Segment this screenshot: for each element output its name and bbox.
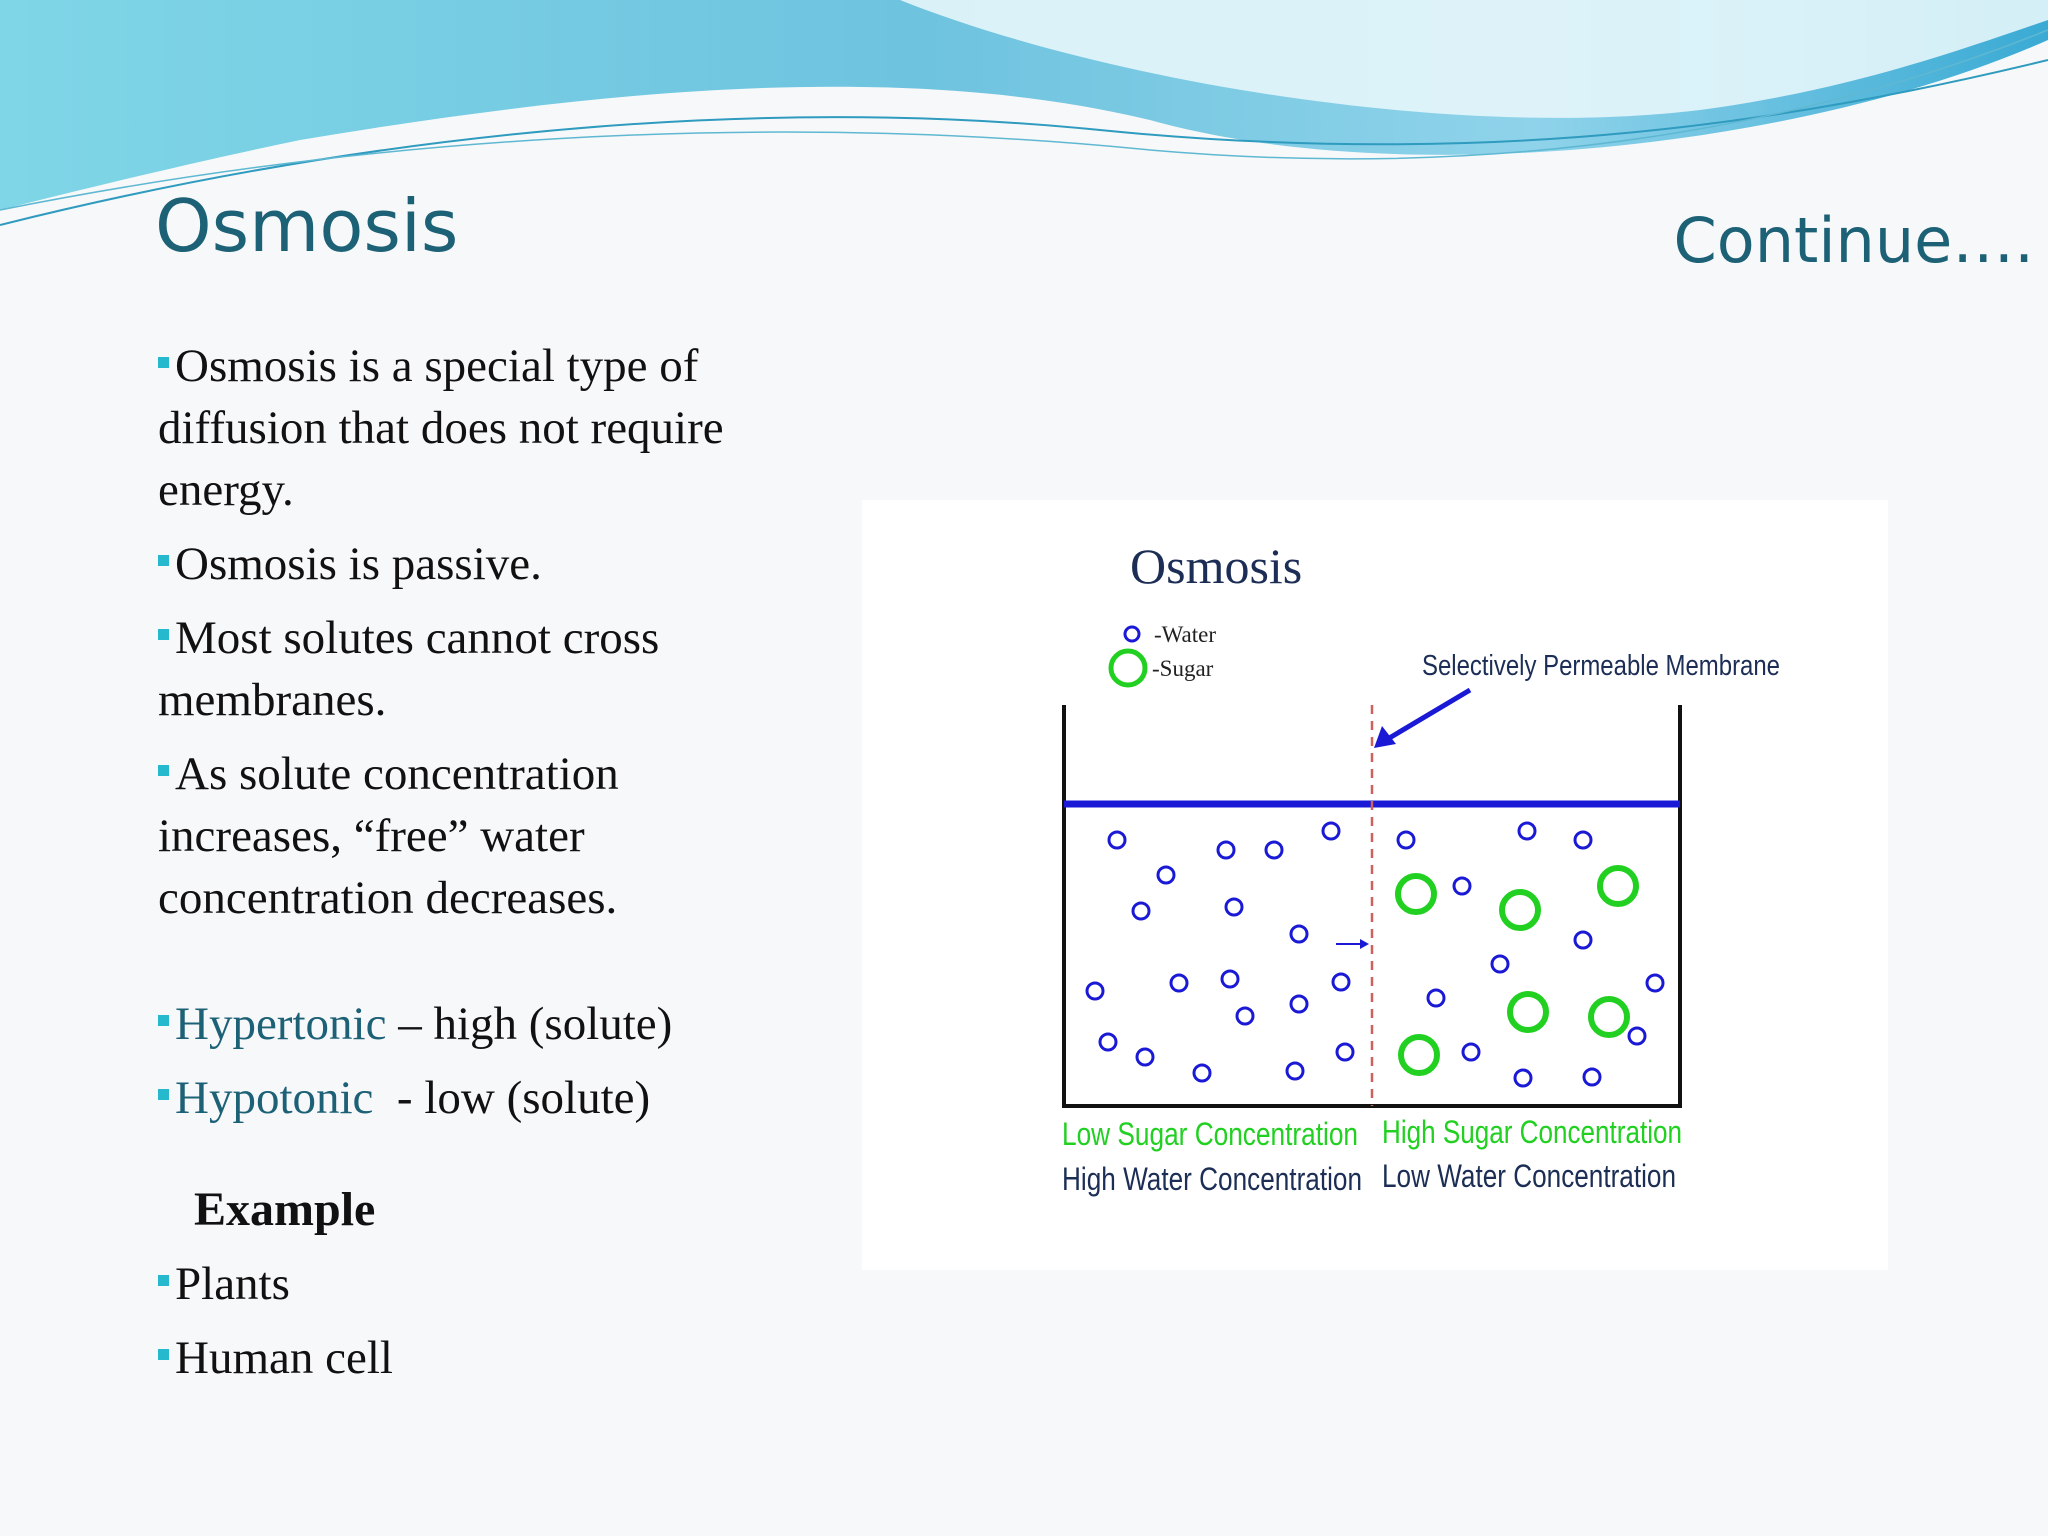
example-item: Human cell	[158, 1327, 798, 1389]
bullet-item: Osmosis is passive.	[158, 533, 798, 595]
water-molecule	[1216, 840, 1236, 860]
water-molecule	[1645, 973, 1665, 993]
water-molecule	[1285, 1061, 1305, 1081]
tonicity-item-hypertonic: Hypertonic – high (solute)	[158, 993, 798, 1055]
water-molecule	[1517, 821, 1537, 841]
sugar-molecule	[1588, 996, 1630, 1038]
sugar-molecule	[1395, 873, 1437, 915]
water-molecules-right	[1396, 821, 1665, 1088]
water-molecule	[1331, 972, 1351, 992]
bullet-text: Osmosis is passive.	[175, 538, 542, 590]
example-text: Plants	[175, 1258, 290, 1310]
diagram-title: Osmosis	[1130, 538, 1302, 594]
membrane-arrow-line	[1384, 687, 1472, 743]
water-molecule	[1452, 876, 1472, 896]
water-molecule	[1235, 1006, 1255, 1026]
sugar-molecule	[1597, 865, 1639, 907]
example-heading: Example	[194, 1183, 376, 1236]
bullet-text: Osmosis is a special type of diffusion t…	[158, 340, 724, 516]
sugar-molecules-right	[1395, 865, 1639, 1076]
water-molecule	[1582, 1067, 1602, 1087]
bullet-text: As solute concentration increases, “free…	[158, 748, 619, 924]
header-wave-decoration	[0, 0, 2048, 226]
water-molecules-left	[1085, 821, 1355, 1083]
bullet-marker-icon	[158, 554, 169, 566]
tonicity-definition: - low (solute)	[373, 1072, 651, 1124]
slide-title: Osmosis	[155, 184, 459, 268]
bullet-marker-icon	[158, 356, 169, 368]
membrane-arrow-head-icon	[1374, 726, 1396, 748]
water-molecule	[1461, 1042, 1481, 1062]
water-molecule	[1426, 988, 1446, 1008]
osmosis-diagram: Osmosis -Water -Sugar Selectively Permea…	[862, 500, 1888, 1270]
bullet-marker-icon	[158, 764, 169, 776]
water-molecule	[1490, 954, 1510, 974]
left-water-label: High Water Concentration	[1062, 1161, 1362, 1197]
water-molecule	[1224, 897, 1244, 917]
water-molecule	[1085, 981, 1105, 1001]
water-molecule	[1573, 830, 1593, 850]
legend-water-label: -Water	[1154, 622, 1216, 647]
sugar-molecule	[1499, 889, 1541, 931]
continue-label: Continue….	[1673, 204, 2035, 277]
water-molecule	[1289, 994, 1309, 1014]
water-molecule	[1627, 1026, 1647, 1046]
diagram-background	[862, 500, 1888, 1270]
water-molecule	[1513, 1068, 1533, 1088]
tonicity-term: Hypotonic	[175, 1072, 374, 1124]
membrane-label: Selectively Permeable Membrane	[1422, 650, 1780, 682]
water-molecule	[1289, 924, 1309, 944]
right-sugar-label: High Sugar Concentration	[1382, 1114, 1682, 1150]
bullet-list: Osmosis is a special type of diffusion t…	[158, 335, 798, 1401]
water-molecule	[1107, 830, 1127, 850]
example-item: Plants	[158, 1253, 798, 1315]
water-molecule	[1264, 840, 1284, 860]
water-molecule	[1169, 973, 1189, 993]
bullet-marker-icon	[158, 628, 169, 640]
water-molecule	[1135, 1047, 1155, 1067]
example-text: Human cell	[175, 1332, 393, 1384]
water-molecule	[1220, 969, 1240, 989]
water-molecule	[1573, 930, 1593, 950]
sugar-molecule	[1507, 991, 1549, 1033]
bullet-marker-icon	[158, 1348, 169, 1360]
bullet-marker-icon	[158, 1014, 169, 1026]
tonicity-term: Hypertonic	[175, 998, 387, 1050]
water-legend-icon	[1123, 625, 1141, 643]
bullet-marker-icon	[158, 1274, 169, 1286]
bullet-text: Most solutes cannot cross membranes.	[158, 612, 660, 726]
water-molecule	[1098, 1032, 1118, 1052]
water-molecule	[1192, 1063, 1212, 1083]
water-molecule	[1156, 865, 1176, 885]
bullet-marker-icon	[158, 1088, 169, 1100]
legend-sugar-label: -Sugar	[1152, 656, 1214, 681]
water-molecule	[1131, 901, 1151, 921]
water-molecule	[1396, 830, 1416, 850]
water-molecule	[1321, 821, 1341, 841]
diffusion-arrow-head-icon	[1360, 939, 1369, 949]
sugar-molecule	[1398, 1034, 1440, 1076]
right-water-label: Low Water Concentration	[1382, 1158, 1676, 1194]
bullet-item: Most solutes cannot cross membranes.	[158, 607, 798, 731]
bullet-item: As solute concentration increases, “free…	[158, 743, 798, 929]
tonicity-definition: – high (solute)	[386, 998, 673, 1050]
left-sugar-label: Low Sugar Concentration	[1062, 1116, 1358, 1152]
bullet-item: Osmosis is a special type of diffusion t…	[158, 335, 798, 521]
water-molecule	[1335, 1042, 1355, 1062]
sugar-legend-icon	[1108, 648, 1148, 688]
tonicity-item-hypotonic: Hypotonic - low (solute)	[158, 1067, 798, 1129]
